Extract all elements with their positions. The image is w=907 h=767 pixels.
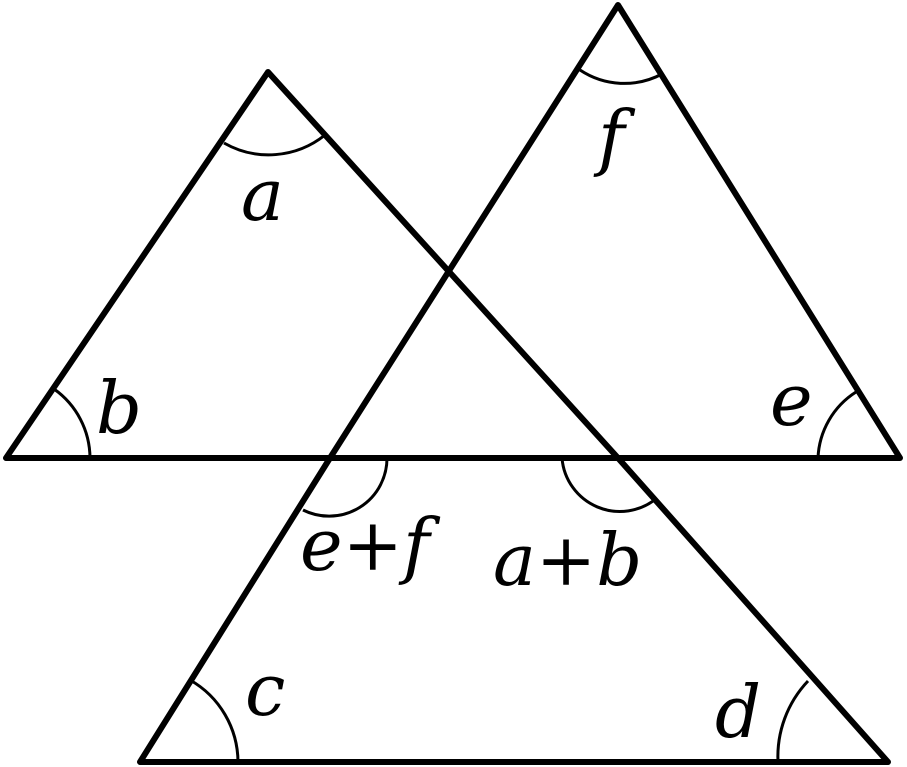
- angle-arc-a-plus-b: [560, 457, 658, 513]
- angle-arc-e: [816, 390, 857, 459]
- angle-arc-d: [776, 679, 810, 763]
- left-triangle: [3, 69, 621, 461]
- angle-arc-c: [189, 678, 240, 763]
- angle-label-a-plus-b: a+b: [493, 518, 642, 602]
- angle-arc-a: [223, 133, 326, 157]
- angle-label-e-plus-f: e+f: [300, 503, 441, 587]
- angle-arc-b: [53, 387, 92, 459]
- angle-label-f: f: [593, 95, 636, 179]
- angle-label-a: a: [241, 153, 284, 237]
- angle-label-b: b: [96, 366, 142, 450]
- bottom-triangle: [137, 455, 891, 765]
- angle-label-d: d: [715, 670, 761, 754]
- angle-arc-f: [579, 68, 663, 85]
- angle-arc-e-plus-f: [302, 457, 389, 518]
- angle-label-c: c: [245, 648, 285, 732]
- angle-label-e: e: [770, 358, 813, 442]
